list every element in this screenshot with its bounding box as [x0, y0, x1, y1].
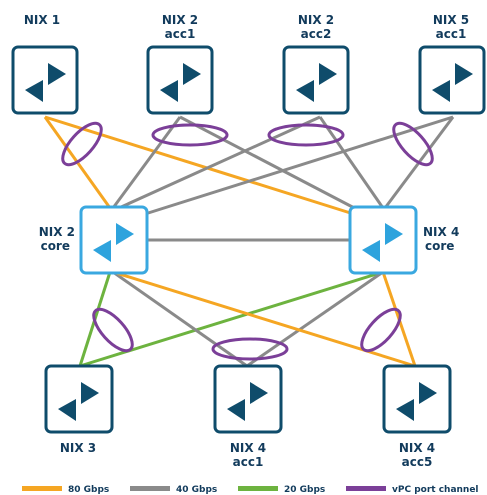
- legend-swatch: [346, 486, 386, 491]
- switch-nix3[interactable]: [44, 364, 114, 434]
- label-nix4-core-line1: NIX 4: [423, 225, 459, 239]
- legend-label: 40 Gbps: [176, 485, 217, 495]
- label-nix2-core-line1: NIX 2: [39, 225, 75, 239]
- switch-nix2-core[interactable]: [79, 205, 149, 275]
- switch-icon: [362, 223, 403, 262]
- switch-nix2-acc2[interactable]: [282, 45, 350, 115]
- vpc-port-channels: [61, 121, 434, 361]
- legend-swatch: [22, 486, 62, 491]
- link-nix2core-nix4acc1: [112, 270, 248, 368]
- vpc-nix4acc5: [360, 307, 402, 353]
- link-nix2acc2-nix4core: [318, 116, 385, 209]
- label-nix3: NIX 3: [60, 441, 96, 455]
- legend-label: 20 Gbps: [284, 485, 325, 495]
- link-nix2acc1-nix4core: [179, 115, 363, 214]
- link-nix5acc1-nix2core: [144, 115, 454, 216]
- switch-nix2-acc1[interactable]: [146, 45, 214, 115]
- vpc-nix1: [61, 121, 103, 167]
- label-nix4-acc1-line2: acc1: [233, 455, 264, 469]
- label-nix1: NIX 1: [24, 13, 60, 27]
- switch-icon: [396, 382, 437, 421]
- label-nix5-acc1-line1: NIX 5: [433, 13, 469, 27]
- legend-item-20gbps: 20 Gbps: [238, 485, 325, 495]
- legend-item-80gbps: 80 Gbps: [22, 485, 109, 495]
- legend-item-40gbps: 40 Gbps: [130, 485, 217, 495]
- switch-nix4-acc1[interactable]: [213, 364, 283, 434]
- link-nix2acc1-nix2core: [111, 116, 182, 209]
- label-nix4-acc5-line1: NIX 4: [399, 441, 435, 455]
- switch-icon: [227, 382, 268, 421]
- label-nix4-acc1-line1: NIX 4: [230, 441, 266, 455]
- link-nix4core-nix4acc1: [246, 270, 384, 368]
- switch-nix4-core[interactable]: [348, 205, 418, 275]
- label-nix2-acc2-line1: NIX 2: [298, 13, 334, 27]
- switch-nix1[interactable]: [11, 45, 79, 115]
- label-nix4-acc5-line2: acc5: [402, 455, 433, 469]
- legend-label: 80 Gbps: [68, 485, 109, 495]
- legend-swatch: [130, 486, 170, 491]
- switch-nix5-acc1[interactable]: [418, 45, 486, 115]
- label-nix2-acc1-line2: acc1: [165, 27, 196, 41]
- vpc-nix2acc2: [267, 123, 345, 147]
- switch-icon: [296, 63, 337, 102]
- label-nix4-core-line2: core: [425, 239, 454, 253]
- label-nix2-acc1-line1: NIX 2: [162, 13, 198, 27]
- legend-item-vpc: vPC port channel: [346, 485, 479, 495]
- switch-icon: [58, 382, 99, 421]
- label-nix2-core-line2: core: [41, 239, 70, 253]
- link-nix2acc2-nix2core: [109, 115, 321, 214]
- vpc-nix2acc1: [151, 123, 229, 147]
- label-nix5-acc1-line2: acc1: [436, 27, 467, 41]
- vpc-nix4acc1: [211, 337, 289, 361]
- link-nix1-nix4core: [44, 115, 361, 218]
- switch-icon: [160, 63, 201, 102]
- label-nix2-acc2-line2: acc2: [301, 27, 332, 41]
- legend-swatch: [238, 486, 278, 491]
- switch-nix4-acc5[interactable]: [382, 364, 452, 434]
- switch-icon: [25, 63, 66, 102]
- legend: 80 Gbps 40 Gbps 20 Gbps vPC port channel: [22, 485, 479, 495]
- node-labels: NIX 1 NIX 2 acc1 NIX 2 acc2 NIX 5 acc1 N…: [24, 13, 469, 469]
- legend-label: vPC port channel: [392, 485, 479, 495]
- vpc-nix5acc1: [392, 121, 434, 167]
- switch-icon: [93, 223, 134, 262]
- vpc-nix3: [92, 307, 134, 353]
- switch-icon: [432, 63, 473, 102]
